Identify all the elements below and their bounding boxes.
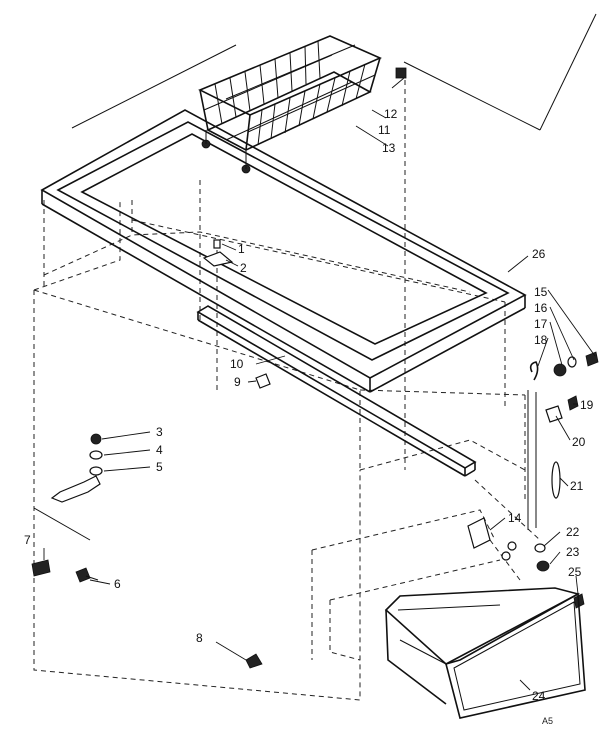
label-part-4: 4	[156, 443, 163, 457]
label-part-25: 25	[568, 565, 582, 579]
parts	[31, 239, 599, 669]
lid-frame	[40, 109, 527, 393]
label-part-21: 21	[570, 479, 584, 493]
label-part-22: 22	[566, 525, 580, 539]
label-part-3: 3	[156, 425, 163, 439]
label-part-18: 18	[534, 333, 548, 347]
label-part-15: 15	[534, 285, 548, 299]
corner-code: A5	[542, 716, 553, 726]
label-part-20: 20	[572, 435, 586, 449]
label-part-9: 9	[234, 375, 241, 389]
label-part-2: 2	[240, 261, 247, 275]
label-part-1: 1	[238, 242, 245, 256]
label-part-16: 16	[534, 301, 548, 315]
hinge-rail	[196, 305, 477, 477]
cabinet-outline	[33, 80, 541, 701]
label-part-10: 10	[230, 357, 244, 371]
label-part-13: 13	[382, 141, 396, 155]
label-part-8: 8	[196, 631, 203, 645]
background-lines	[71, 13, 597, 131]
label-part-23: 23	[566, 545, 580, 559]
label-part-12: 12	[384, 107, 398, 121]
leader-lines	[43, 77, 596, 691]
label-part-11: 11	[378, 123, 391, 137]
label-part-19: 19	[580, 398, 594, 412]
hanger-button	[395, 67, 407, 79]
wire-basket	[198, 35, 382, 174]
label-part-24: 24	[532, 689, 546, 703]
label-part-6: 6	[114, 577, 121, 591]
label-part-26: 26	[532, 247, 546, 261]
label-part-14: 14	[508, 511, 522, 525]
label-part-17: 17	[534, 317, 548, 331]
label-part-5: 5	[156, 460, 163, 474]
access-panel	[384, 587, 586, 719]
label-part-7: 7	[24, 533, 31, 547]
